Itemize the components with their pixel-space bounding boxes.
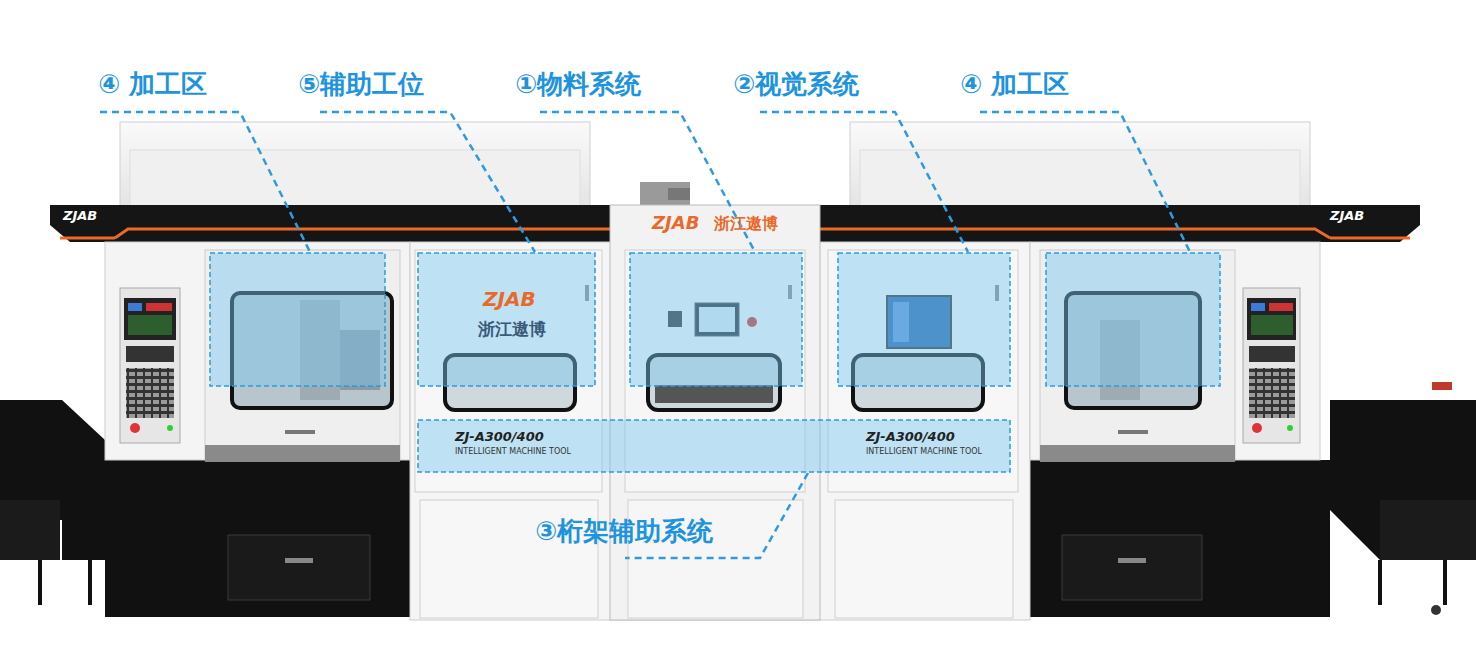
conveyors: [1431, 605, 1441, 615]
callout-label: ②视觉系统: [733, 70, 859, 100]
conveyors: [1380, 500, 1476, 560]
right-machine: [1251, 303, 1265, 311]
center-tower: [610, 182, 820, 620]
conveyors: [1443, 560, 1447, 605]
conveyors: [38, 560, 42, 605]
callout-label: ①物料系统: [515, 70, 641, 100]
model-subtitle: INTELLIGENT MACHINE TOOL: [455, 447, 571, 456]
left-machine: [285, 430, 315, 434]
conveyors: [1378, 560, 1382, 605]
callout-label: ④ 加工区: [960, 70, 1069, 100]
left-machine: [126, 368, 174, 418]
conveyors: [0, 500, 60, 560]
left-machine: [130, 423, 140, 433]
leader-line: [100, 112, 1190, 558]
right-machine: [1269, 303, 1293, 311]
left-machine: [126, 368, 174, 418]
highlight-region: [1046, 253, 1220, 386]
brand-logo: ZJAB: [483, 288, 536, 311]
right-machine: [1249, 346, 1295, 362]
left-machine: [167, 425, 173, 431]
highlight-region: [418, 253, 595, 386]
highlight-region: [630, 253, 802, 386]
right-machine: [1118, 430, 1148, 434]
leader-line: [320, 112, 535, 252]
bases: [1062, 535, 1202, 600]
right-machine: [1249, 368, 1295, 418]
model-number: ZJ-A300/400: [455, 430, 544, 445]
brand-logo: ZJAB: [652, 213, 699, 234]
left-machine: [128, 315, 172, 335]
callout-label: ⑤辅助工位: [298, 70, 424, 100]
left-machine: [146, 303, 172, 311]
left-machine: [124, 298, 176, 340]
top-covers: [120, 122, 1310, 207]
highlight-region: [210, 253, 385, 386]
right-machine: [1252, 423, 1262, 433]
conveyors: [88, 560, 92, 605]
band: [820, 205, 1420, 242]
highlight-region: [210, 253, 1220, 472]
center-tower: [668, 188, 690, 200]
bases: [105, 460, 410, 617]
top-covers: [850, 122, 1310, 207]
left-machine: [120, 288, 180, 443]
middle-cabinets: [410, 242, 1030, 620]
band: [1330, 237, 1410, 240]
callout-label: ③桁架辅助系统: [535, 517, 713, 547]
center-tower: [640, 182, 690, 207]
leader-line: [980, 112, 1190, 252]
model-subtitle: INTELLIGENT MACHINE TOOL: [866, 447, 982, 456]
bases: [228, 535, 370, 600]
left-machine: [128, 303, 142, 311]
brand-name: 浙江遨博: [714, 215, 778, 233]
highlight-region: [418, 420, 1010, 472]
right-machine: [1251, 315, 1293, 335]
right-machine: [1030, 242, 1320, 460]
center-tower: [610, 205, 820, 620]
brand-name: 浙江遨博: [478, 320, 546, 340]
band: [820, 229, 1330, 238]
right-machine: [1040, 250, 1235, 460]
top-covers: [120, 122, 590, 207]
callout-label: ④ 加工区: [98, 70, 207, 100]
right-machine: [1040, 445, 1235, 462]
center-tower: [655, 385, 773, 403]
brand-logo: ZJAB: [1330, 209, 1364, 224]
right-machine: [1287, 425, 1293, 431]
model-number: ZJ-A300/400: [866, 430, 955, 445]
brand-logo: ZJAB: [63, 209, 97, 224]
conveyors: [1432, 382, 1452, 390]
highlight-region: [838, 253, 1010, 386]
left-machine: [205, 445, 400, 462]
band: [50, 205, 610, 242]
bases: [1118, 558, 1146, 563]
leader-line: [100, 112, 310, 252]
left-machine: [126, 346, 174, 362]
band: [60, 237, 115, 240]
bases: [1020, 460, 1330, 617]
top-covers: [860, 150, 1300, 207]
band: [115, 229, 610, 238]
middle-cabinets: [410, 242, 1030, 620]
bases: [285, 558, 313, 563]
top-covers: [130, 150, 580, 207]
right-machine: [1249, 368, 1295, 418]
left-machine: [205, 250, 400, 460]
middle-cabinets: [835, 500, 1013, 618]
leader-line: [760, 112, 968, 252]
left-machine: [105, 242, 410, 462]
left-machine: [105, 242, 410, 460]
conveyors: [0, 400, 105, 560]
conveyors: [1330, 400, 1476, 560]
right-machine: [1243, 288, 1300, 443]
right-machine: [1030, 242, 1320, 462]
right-machine: [1247, 298, 1296, 340]
